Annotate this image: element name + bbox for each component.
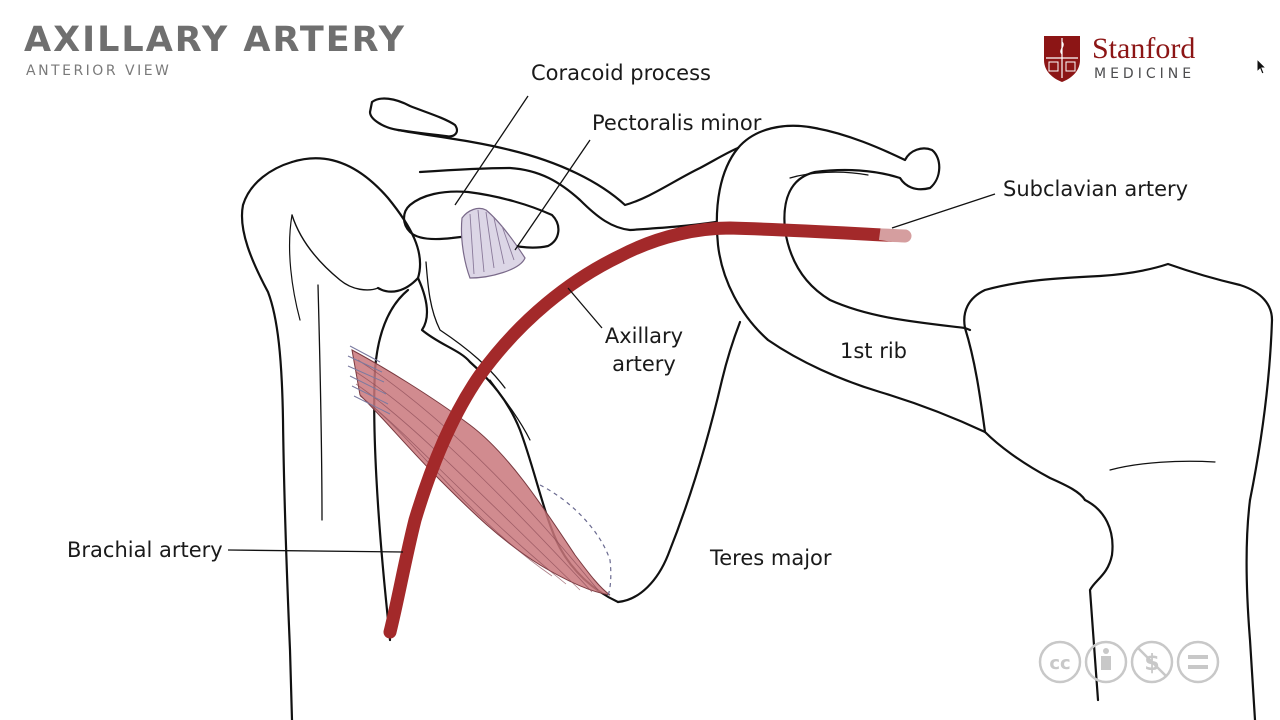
humerus-head (290, 157, 422, 293)
acromion (368, 97, 459, 138)
label-teres-major: Teres major (710, 546, 832, 570)
logo-subtext: MEDICINE (1094, 66, 1196, 82)
shield-icon (1044, 36, 1080, 82)
cc-icon: cc (1038, 640, 1082, 684)
label-coracoid-process: Coracoid process (531, 61, 711, 85)
mouse-cursor-icon (1256, 58, 1268, 75)
pectoralis-minor-stump (460, 207, 526, 279)
label-first-rib: 1st rib (840, 339, 908, 363)
by-icon (1084, 640, 1128, 684)
label-pectoralis-minor: Pectoralis minor (592, 111, 762, 135)
cc-text: cc (1049, 653, 1070, 674)
label-axillary-artery: Axillary artery (600, 322, 688, 378)
artery-path (383, 221, 912, 639)
page-subtitle: ANTERIOR VIEW (26, 63, 172, 79)
first-rib (736, 124, 972, 332)
leader-pec-minor (514, 139, 591, 251)
humerus-outline (240, 160, 294, 720)
label-brachial-artery: Brachial artery (67, 538, 223, 562)
manubrium (963, 262, 1274, 330)
leader-axillary (567, 287, 603, 329)
stanford-medicine-logo: Stanford MEDICINE (1042, 32, 1222, 88)
teres-major-muscle (347, 345, 612, 597)
nc-icon: $ (1130, 640, 1174, 684)
label-axillary-line2: artery (612, 352, 676, 376)
nd-icon (1176, 640, 1220, 684)
leader-subclavian (891, 193, 996, 229)
license-badge: cc $ (1038, 638, 1222, 691)
leader-coracoid (454, 95, 529, 206)
coracoid-process (402, 190, 560, 249)
clavicle-top (396, 128, 740, 207)
scapula-inferior (616, 320, 742, 604)
label-subclavian-artery: Subclavian artery (1003, 177, 1189, 201)
logo-wordmark: Stanford (1092, 32, 1196, 65)
page-title: AXILLARY ARTERY (24, 20, 406, 60)
clavicle-bottom (418, 166, 718, 232)
leader-brachial (227, 549, 404, 553)
label-axillary-line1: Axillary (604, 324, 684, 348)
